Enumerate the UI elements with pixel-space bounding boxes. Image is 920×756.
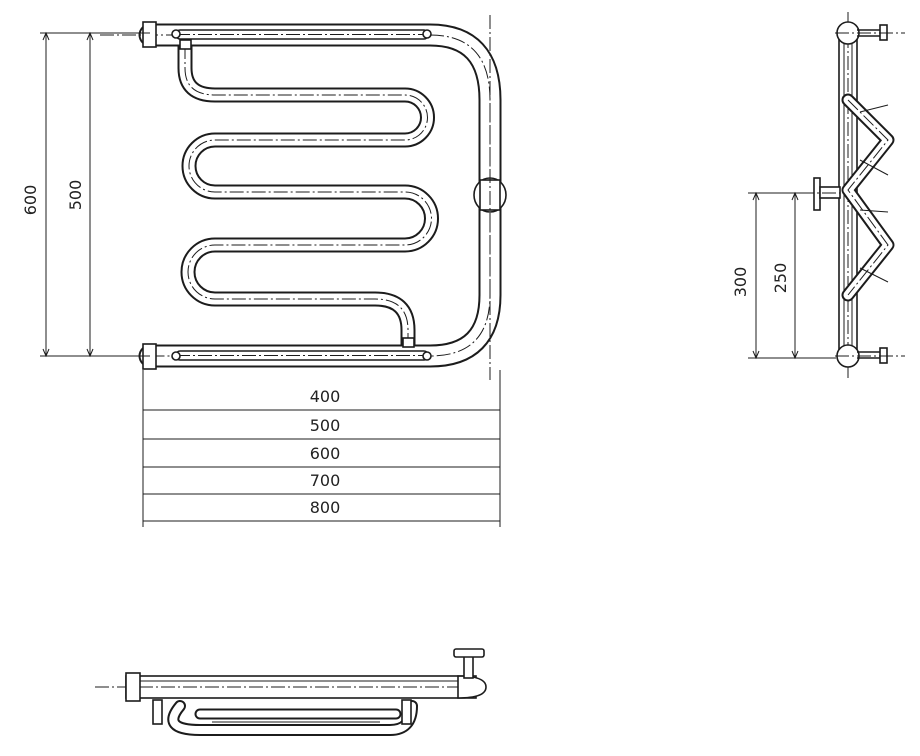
height-dimensions: 600 500 — [21, 31, 150, 358]
width-label-700: 700 — [310, 471, 341, 490]
bolt-icon — [422, 29, 432, 39]
top-inlet-nut — [125, 672, 141, 702]
side-dimensions: 300 250 — [731, 191, 836, 360]
top-bracket — [401, 699, 412, 725]
bottom-connector-bar — [175, 350, 429, 361]
bolt-icon — [171, 29, 181, 39]
side-view: 300 250 — [731, 12, 905, 378]
top-bracket — [152, 699, 163, 725]
bolt-icon — [171, 351, 181, 361]
height-label-600: 600 — [21, 185, 40, 216]
side-height-label-300: 300 — [731, 267, 750, 298]
width-label-600: 600 — [310, 444, 341, 463]
width-label-500: 500 — [310, 416, 341, 435]
side-zigzag — [841, 93, 895, 302]
width-label-800: 800 — [310, 498, 341, 517]
serpentine-tube — [177, 37, 439, 353]
top-end-bend — [457, 675, 487, 699]
bolt-icon — [422, 351, 432, 361]
top-wall-mount — [463, 655, 474, 679]
inlet-nut — [142, 21, 157, 48]
top-view — [95, 648, 487, 736]
top-connector-bar — [175, 29, 429, 40]
tube-cap — [402, 337, 415, 348]
tube-cap — [179, 39, 192, 50]
top-mount-plate — [453, 648, 485, 658]
side-wall-mount — [813, 177, 821, 211]
width-dimensions: 400 500 600 700 800 — [142, 370, 501, 527]
top-view-loop — [167, 700, 418, 736]
width-label-400: 400 — [310, 387, 341, 406]
front-view: 600 500 400 500 600 700 800 — [21, 15, 507, 527]
height-label-500: 500 — [66, 180, 85, 211]
side-height-label-250: 250 — [771, 263, 790, 294]
